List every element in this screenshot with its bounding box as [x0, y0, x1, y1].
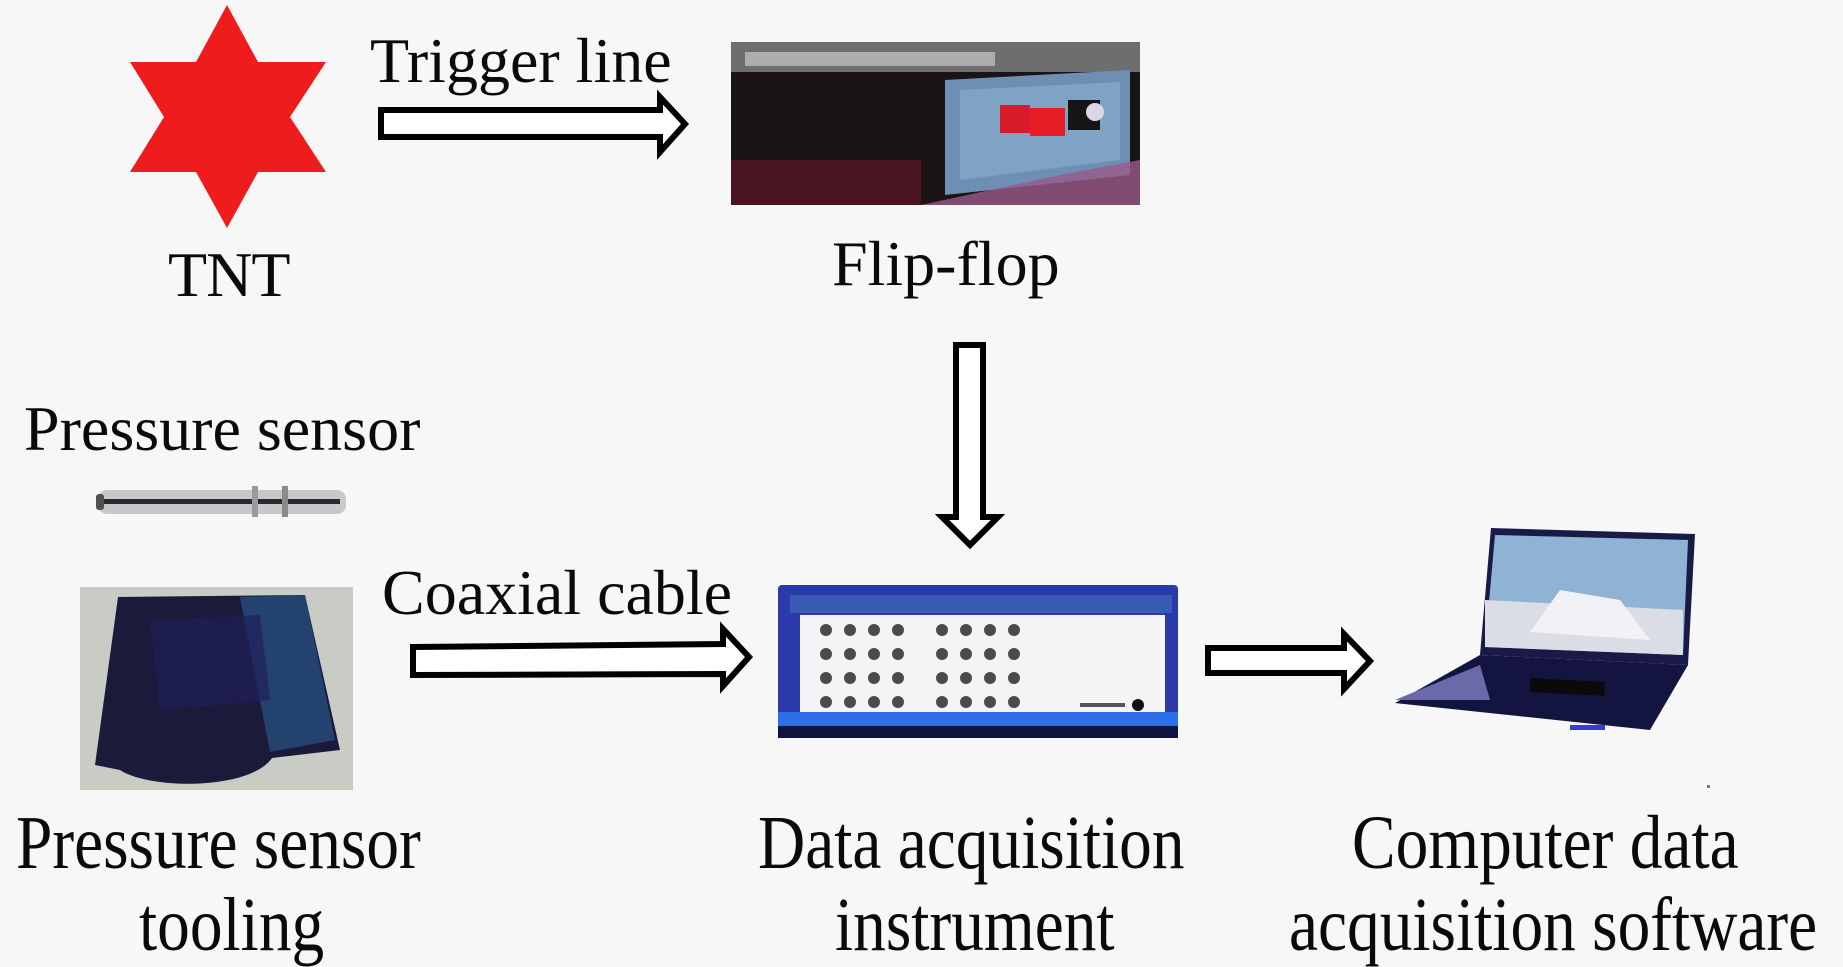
bnc-connector [1008, 648, 1020, 660]
bnc-connector [892, 672, 904, 684]
flip-flop-label: Flip-flop [832, 228, 1060, 299]
bnc-connector [984, 672, 996, 684]
bnc-connector [984, 624, 996, 636]
computer-label-line2: acquisition software [1289, 883, 1818, 967]
bnc-connector [892, 624, 904, 636]
daq-to-computer-arrow [1205, 626, 1375, 697]
bnc-connector [844, 672, 856, 684]
bnc-connector [960, 672, 972, 684]
daq-label-line1: Data acquisition [758, 801, 1185, 885]
bnc-connector [936, 648, 948, 660]
bnc-connector [1008, 696, 1020, 708]
pressure-sensor-photo [96, 486, 346, 517]
bnc-connector [868, 648, 880, 660]
bnc-connector [820, 648, 832, 660]
bnc-connector [820, 672, 832, 684]
coaxial-cable-arrow [410, 621, 754, 694]
stray-dot [1707, 785, 1710, 788]
bnc-connector [844, 648, 856, 660]
bnc-connector [892, 648, 904, 660]
pressure-sensor-tooling-label-line1: Pressure sensor [16, 801, 421, 885]
daq-label-line2: instrument [835, 883, 1115, 967]
flip-flop-device-photo [731, 42, 1140, 205]
bnc-connector [844, 696, 856, 708]
flip-flop-to-daq-arrow [934, 342, 1006, 550]
bnc-connector [936, 672, 948, 684]
bnc-connector [868, 624, 880, 636]
laptop-photo [1395, 528, 1695, 730]
bnc-connector [820, 696, 832, 708]
bnc-connector [960, 696, 972, 708]
bnc-connector [960, 624, 972, 636]
bnc-connector [960, 648, 972, 660]
tooling-plate-photo [80, 587, 353, 790]
daq-connector-grid [820, 624, 1020, 708]
bnc-connector [868, 672, 880, 684]
pressure-sensor-label: Pressure sensor [24, 393, 421, 464]
explosion-star-icon [130, 5, 326, 228]
bnc-connector [984, 696, 996, 708]
tnt-label: TNT [168, 239, 290, 310]
bnc-connector [844, 624, 856, 636]
trigger-line-arrow [378, 89, 690, 160]
computer-label-line1: Computer data [1352, 801, 1739, 885]
pressure-sensor-tooling-label-line2: tooling [139, 883, 325, 967]
bnc-connector [936, 624, 948, 636]
bnc-connector [892, 696, 904, 708]
bnc-connector [984, 648, 996, 660]
bnc-connector [1008, 672, 1020, 684]
bnc-connector [820, 624, 832, 636]
bnc-connector [1008, 624, 1020, 636]
bnc-connector [868, 696, 880, 708]
data-acquisition-instrument-photo [778, 585, 1178, 738]
bnc-connector [936, 696, 948, 708]
trigger-line-label: Trigger line [370, 25, 672, 96]
coaxial-cable-label: Coaxial cable [382, 557, 733, 628]
